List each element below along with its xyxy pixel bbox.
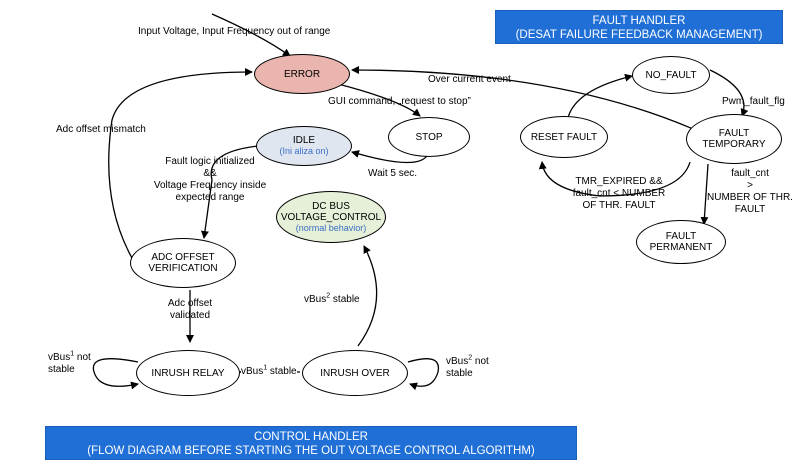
label-tmr-2: fault_cnt < NUMBER	[572, 188, 666, 199]
label-adc-mismatch: Adc offset mismatch	[56, 124, 146, 135]
label-tmr-1: TMR_EXPIRED &&	[575, 176, 663, 187]
label-adc-validated-2: validated	[169, 310, 211, 321]
state-inrush-relay: INRUSH RELAY	[136, 350, 240, 396]
arrow-stop-to-idle	[351, 150, 429, 164]
state-reset-fault-label: RESET FAULT	[530, 131, 598, 143]
state-fault-perm-label-2: PERMANENT	[649, 242, 713, 253]
label-vbus1-not-stable-b: not	[76, 352, 91, 363]
fault-handler-subtitle: (DESAT FAILURE FEEDBACK MANAGEMENT)	[515, 29, 763, 41]
state-no-fault: NO_FAULT	[632, 56, 710, 94]
label-vbus2-stable: vBus2 stable	[304, 292, 360, 306]
state-inrush-relay-label: INRUSH RELAY	[151, 367, 225, 379]
label-vbus1-not-stable-a: vBus	[48, 352, 71, 363]
state-inrush-over: INRUSH OVER	[302, 350, 408, 396]
loop-inrush-over	[407, 358, 440, 391]
label-fault-logic-4: expected range	[175, 192, 245, 203]
label-fault-cnt-4: FAULT	[734, 204, 766, 215]
label-vbus2-not-stable-b: not	[474, 356, 489, 367]
state-dc-bus-voltage-control: DC BUS VOLTAGE_CONTROL (normal behavior)	[276, 191, 386, 243]
state-fault-temp-label-2: TEMPORARY	[702, 139, 766, 150]
label-vbus2-stable-sup: 2	[326, 292, 331, 300]
label-vbus1-stable: vBus1 stable	[241, 364, 297, 378]
arrow-reset-to-nofault	[567, 73, 633, 119]
state-fault-temp-label-1: FAULT	[718, 128, 750, 139]
state-dc-bus-label-1: DC BUS	[312, 200, 350, 212]
arrow-over-current	[351, 66, 701, 133]
label-input-out-of-range: Input Voltage, Input Frequency out of ra…	[138, 26, 331, 37]
label-fault-cnt: fault_cnt > NUMBER OF THR. FAULT	[700, 168, 800, 216]
label-vbus1-not-stable-sup: 1	[70, 350, 75, 358]
state-adc-label-1: ADC OFFSET	[151, 252, 215, 263]
label-fault-logic-1: Fault logic initialized	[165, 156, 255, 167]
label-vbus2-not-stable-sup: 2	[468, 354, 473, 362]
label-adc-validated: Adc offset validated	[150, 298, 230, 322]
label-vbus1-not-stable: vBus1 not stable	[48, 350, 91, 376]
arrow-idle-to-adc	[200, 145, 259, 239]
arrow-temp-to-reset	[538, 161, 691, 197]
arrow-temp-to-permanent	[700, 163, 709, 225]
label-fault-logic-2: &&	[203, 168, 217, 179]
label-fault-cnt-1: fault_cnt	[731, 168, 769, 179]
state-idle-label: IDLE	[292, 135, 316, 146]
state-stop: STOP	[388, 117, 470, 157]
label-fault-cnt-3: NUMBER OF THR.	[707, 192, 793, 203]
state-fault-perm-label-1: FAULT	[665, 231, 697, 242]
state-error: ERROR	[254, 54, 350, 94]
control-handler-banner: CONTROL HANDLER (FLOW DIAGRAM BEFORE STA…	[45, 426, 577, 460]
state-reset-fault: RESET FAULT	[520, 116, 608, 158]
control-handler-title: CONTROL HANDLER	[254, 431, 368, 443]
state-idle: IDLE (Ini aliza on)	[256, 126, 352, 166]
fault-handler-title: FAULT HANDLER	[592, 15, 686, 27]
label-vbus1-stable-a: vBus	[241, 366, 264, 377]
state-dc-bus-label-2: VOLTAGE_CONTROL	[280, 211, 382, 223]
state-adc-label-2: VERIFICATION	[148, 263, 218, 274]
state-inrush-over-label: INRUSH OVER	[320, 367, 390, 379]
state-error-label: ERROR	[283, 68, 321, 80]
label-fault-logic: Fault logic initialized && Voltage Frequ…	[140, 156, 280, 204]
state-stop-label: STOP	[415, 131, 443, 143]
label-gui-command: GUI command, „request to stop”	[328, 96, 471, 107]
state-no-fault-label: NO_FAULT	[645, 69, 697, 81]
label-fault-logic-3: Voltage Frequency inside	[153, 180, 267, 191]
state-dc-bus-sublabel: (normal behavior)	[295, 222, 367, 233]
arrow-error-to-stop	[337, 83, 421, 117]
label-vbus1-stable-sup: 1	[263, 364, 268, 372]
label-vbus1-not-stable-c: stable	[48, 364, 75, 375]
label-adc-validated-1: Adc offset	[167, 298, 213, 309]
label-tmr-expired: TMR_EXPIRED && fault_cnt < NUMBER OF THR…	[554, 176, 684, 212]
label-vbus2-not-stable-a: vBus	[446, 356, 469, 367]
arrow-input-out-of-range	[211, 13, 291, 57]
label-vbus2-not-stable: vBus2 not stable	[446, 354, 489, 380]
label-over-current: Over current event	[428, 74, 511, 85]
fault-handler-banner: FAULT HANDLER (DESAT FAILURE FEEDBACK MA…	[495, 10, 783, 44]
label-pwm-fault: Pwm_fault_flg	[722, 96, 785, 107]
state-fault-temporary: FAULT TEMPORARY	[686, 114, 782, 164]
control-handler-subtitle: (FLOW DIAGRAM BEFORE STARTING THE OUT VO…	[87, 445, 535, 457]
label-wait-5: Wait 5 sec.	[368, 168, 418, 179]
state-adc-offset-verification: ADC OFFSET VERIFICATION	[130, 238, 236, 288]
label-vbus2-stable-a: vBus	[304, 294, 327, 305]
label-tmr-3: OF THR. FAULT	[582, 200, 656, 211]
label-vbus2-stable-b: stable	[332, 294, 360, 305]
loop-inrush-relay	[92, 358, 139, 390]
arrow-over-to-dcbus	[357, 245, 378, 347]
label-vbus2-not-stable-c: stable	[446, 368, 473, 379]
label-vbus1-stable-b: stable	[269, 366, 297, 377]
arrow-adc-mismatch	[108, 68, 253, 259]
state-fault-permanent: FAULT PERMANENT	[636, 220, 726, 264]
arrow-nofault-to-temp	[709, 69, 749, 117]
state-idle-sublabel: (Ini aliza on)	[279, 146, 329, 156]
label-fault-cnt-2: >	[747, 180, 753, 191]
